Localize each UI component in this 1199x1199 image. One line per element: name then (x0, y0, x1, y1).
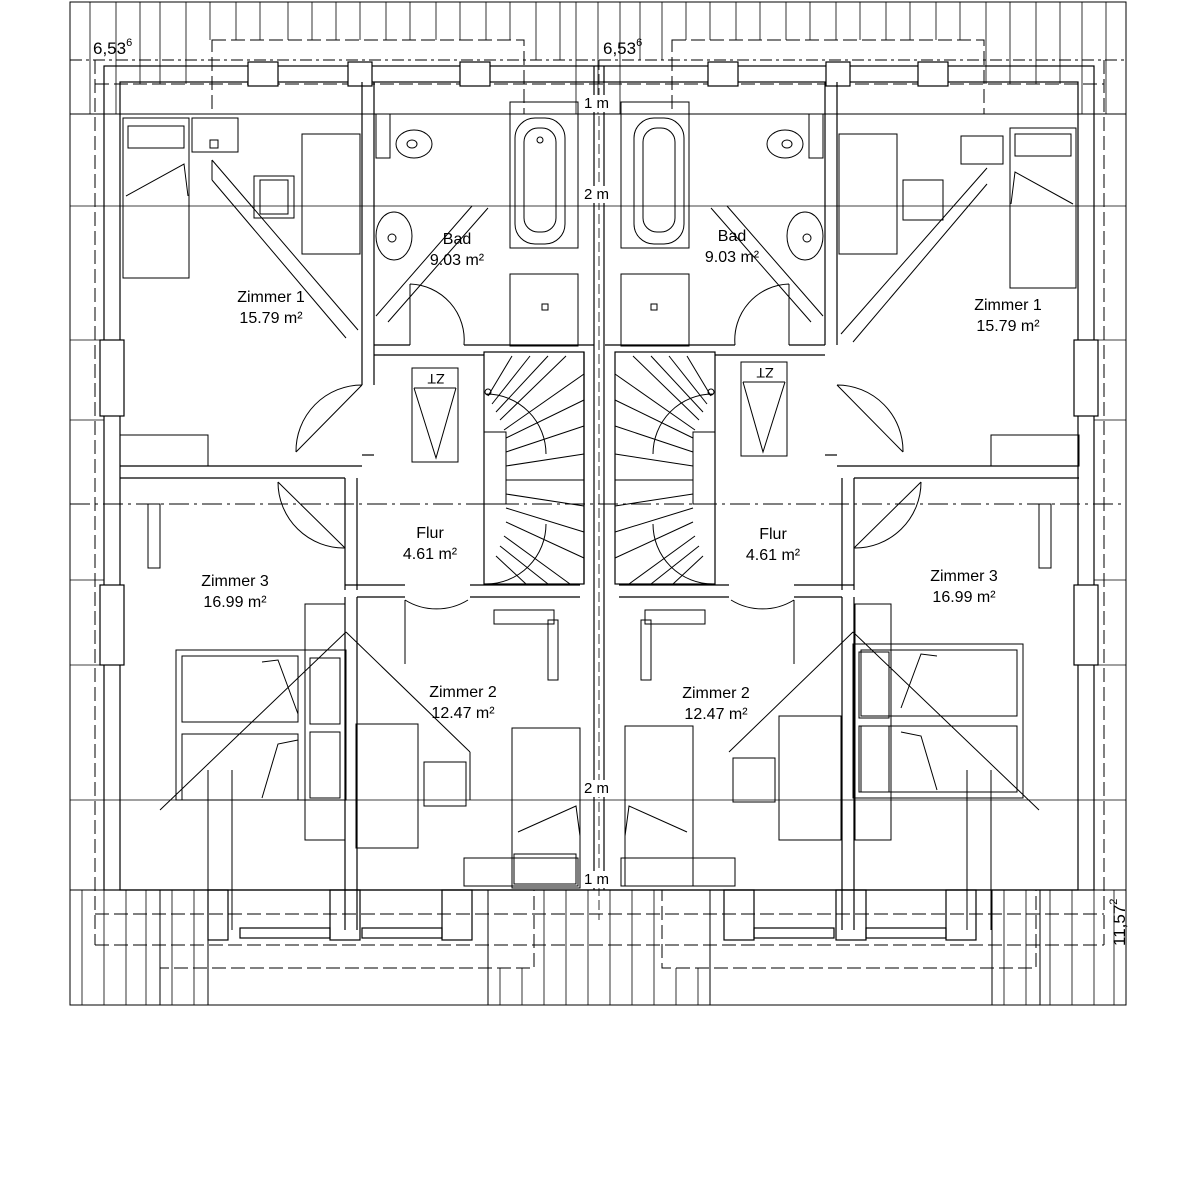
party-wall (593, 66, 605, 890)
room-name: Zimmer 2 (429, 684, 497, 701)
room-name: Zimmer 3 (201, 573, 269, 590)
room-name: Zimmer 3 (930, 568, 998, 585)
right-interior-walls (605, 82, 1079, 930)
roof-tiles-top (89, 2, 1107, 114)
room-label-zimmer3-right: Zimmer 3 16.99 m² (930, 566, 998, 608)
height-mark-top-2m: 2 m (583, 186, 611, 203)
room-label-zimmer1-right: Zimmer 1 15.79 m² (974, 295, 1042, 337)
right-fixtures (614, 101, 1080, 930)
room-area: 12.47 m² (684, 706, 748, 723)
room-area: 12.47 m² (431, 705, 495, 722)
room-area: 9.03 m² (429, 252, 485, 269)
room-name: Zimmer 1 (974, 297, 1042, 314)
left-width-dimension: 6,536 (93, 37, 133, 58)
room-area: 15.79 m² (239, 310, 303, 327)
room-label-bad-left: Bad 9.03 m² (430, 229, 484, 271)
room-name: Zimmer 1 (237, 289, 305, 306)
room-area: 15.79 m² (976, 318, 1040, 335)
roof-tiles-sides (70, 339, 1126, 666)
exterior-walls (99, 61, 1099, 941)
room-label-zimmer3-left: Zimmer 3 16.99 m² (201, 571, 269, 613)
right-width-dimension: 6,536 (603, 37, 643, 58)
room-area: 4.61 m² (402, 546, 458, 563)
room-area: 16.99 m² (932, 589, 996, 606)
room-label-zimmer2-left: Zimmer 2 12.47 m² (429, 682, 497, 724)
room-label-zimmer1-left: Zimmer 1 15.79 m² (237, 287, 305, 329)
room-area: 16.99 m² (203, 594, 267, 611)
room-label-flur-right: Flur 4.61 m² (746, 524, 800, 566)
depth-dimension: 11,572 (1108, 898, 1129, 946)
room-name: Bad (717, 228, 747, 245)
room-area: 4.61 m² (745, 547, 801, 564)
room-name: Flur (416, 525, 444, 542)
height-mark-bottom-1m: 1 m (583, 871, 611, 888)
height-mark-top-1m: 1 m (583, 95, 611, 112)
room-area: 9.03 m² (704, 249, 760, 266)
stair-hatch-label-left: ZT (427, 371, 445, 387)
room-name: Flur (759, 526, 787, 543)
room-label-bad-right: Bad 9.03 m² (705, 226, 759, 268)
room-name: Bad (442, 231, 472, 248)
room-label-flur-left: Flur 4.61 m² (403, 523, 457, 565)
left-fixtures (119, 101, 585, 930)
room-name: Zimmer 2 (682, 685, 750, 702)
height-mark-bottom-2m: 2 m (583, 780, 611, 797)
stair-hatch-label-right: ZT (756, 365, 774, 381)
room-label-zimmer2-right: Zimmer 2 12.47 m² (682, 683, 750, 725)
roof-tiles-bottom (81, 890, 1115, 1005)
left-interior-walls (120, 82, 594, 930)
